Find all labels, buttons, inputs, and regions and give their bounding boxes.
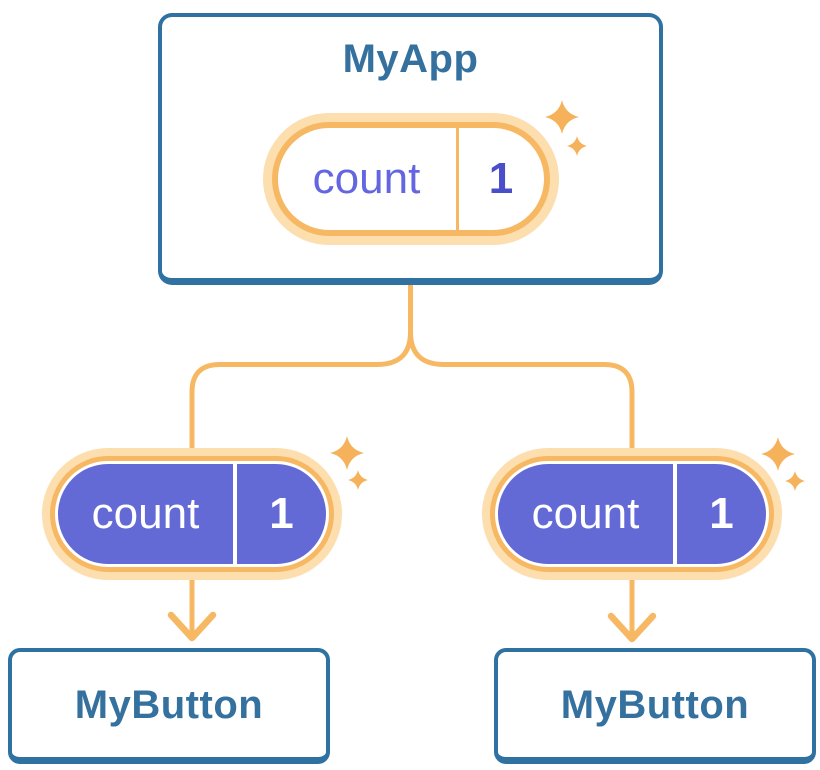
child-component-card-left: MyButton [8,648,330,764]
state-pill-value: 1 [488,154,514,203]
state-pill-label: count [312,154,421,203]
prop-pill-ring: count 1 [490,456,774,572]
prop-pill-ring: count 1 [50,456,334,572]
prop-pill-divider [673,464,677,564]
child-component-title: MyButton [560,682,750,727]
root-component-card: MyApp count 1 [158,13,663,285]
arrow-down-icon [167,611,217,642]
state-pill-divider [455,128,459,230]
prop-pill-fill: count 1 [58,464,326,564]
prop-pill-right: count 1 [482,448,782,580]
root-component-title: MyApp [342,37,479,81]
arrow-down-icon [607,612,657,643]
prop-pill-left: count 1 [42,448,342,580]
sparkle-icon [330,436,364,470]
prop-pill-label: count [91,489,200,538]
state-pill-ring: count 1 [271,122,550,236]
prop-pill-value: 1 [269,489,294,538]
prop-pill-label: count [531,489,640,538]
state-pill: count 1 [262,113,559,245]
sparkle-icon [785,471,805,491]
prop-pill-value: 1 [709,489,734,538]
sparkle-icon [761,437,795,471]
child-component-title: MyButton [74,682,264,727]
child-component-card-right: MyButton [494,648,816,764]
prop-pill-fill: count 1 [498,464,766,564]
sparkle-icon [348,470,368,490]
